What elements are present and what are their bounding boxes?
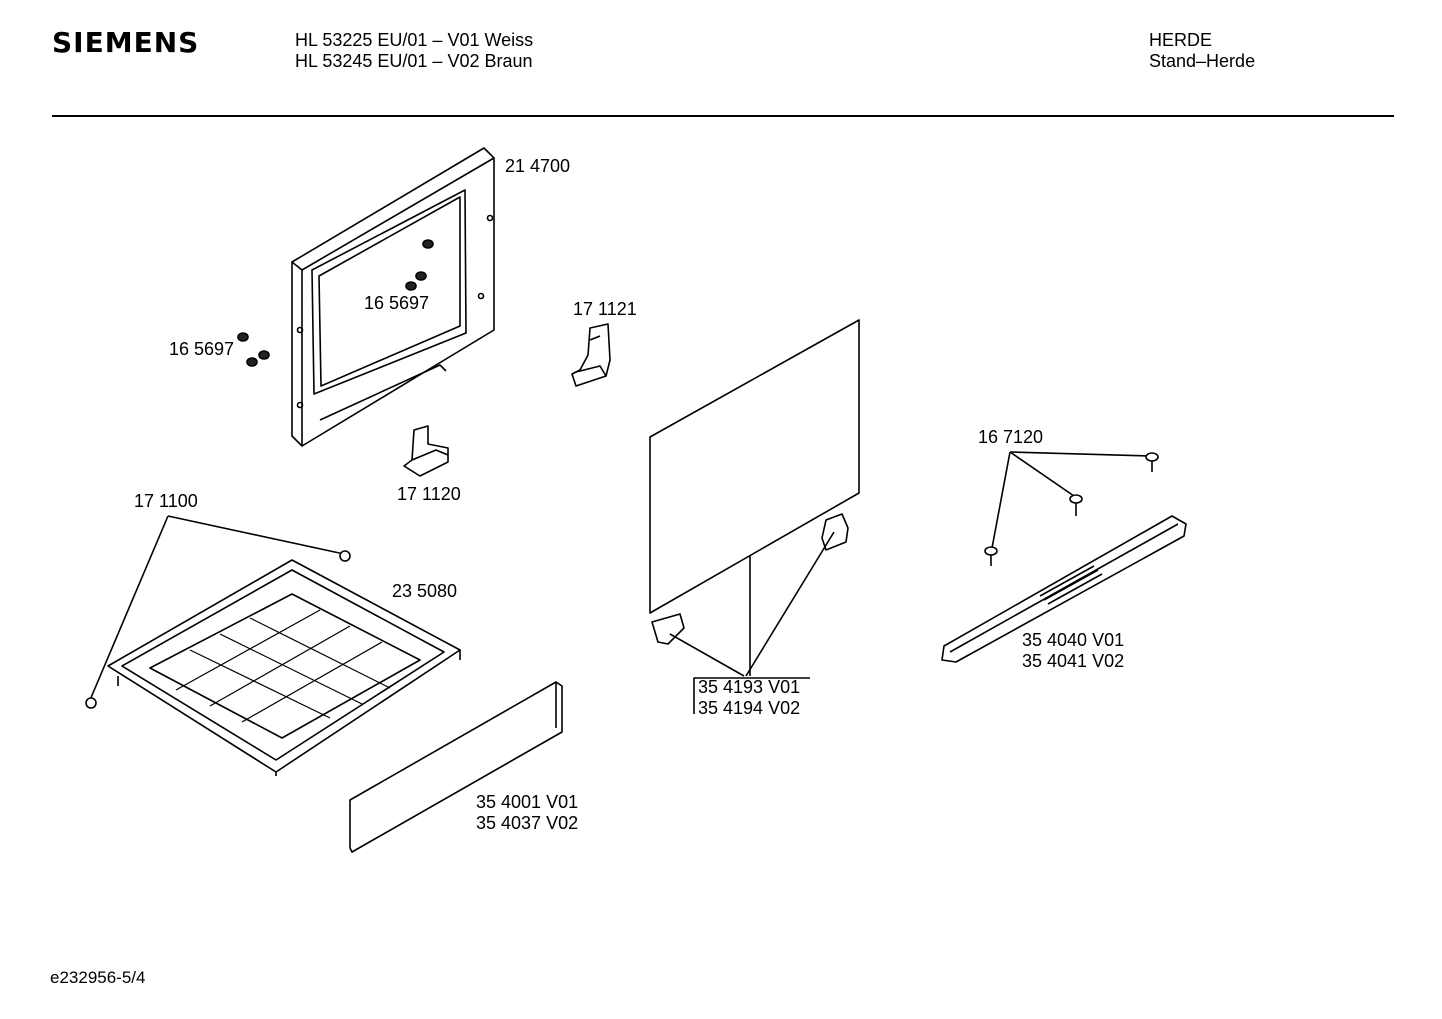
model-line-1: HL 53225 EU/01 – V01 Weiss xyxy=(295,30,534,50)
label-glass-v02: 35 4194 V02 xyxy=(698,698,801,718)
model-line-2: HL 53245 EU/01 – V02 Braun xyxy=(295,51,533,71)
label-glass-v01: 35 4193 V01 xyxy=(698,677,801,697)
category-line-2: Stand–Herde xyxy=(1149,51,1256,71)
label-screws-inner: 16 5697 xyxy=(364,293,430,313)
label-panel-v02: 35 4037 V02 xyxy=(476,813,579,833)
label-clip-lower: 17 1120 xyxy=(397,484,461,504)
label-handle-v01: 35 4040 V01 xyxy=(1022,630,1125,650)
handle-assembly xyxy=(941,451,1187,663)
label-panel-v01: 35 4001 V01 xyxy=(476,792,579,812)
label-screws-left: 16 5697 xyxy=(169,339,235,359)
label-handle-v02: 35 4041 V02 xyxy=(1022,651,1125,671)
clip-upper xyxy=(571,323,611,387)
left-screws xyxy=(237,332,270,367)
header-rule xyxy=(52,115,1394,117)
label-handle-screws: 16 7120 xyxy=(978,427,1044,447)
category-block: HERDE Stand–Herde xyxy=(1149,30,1255,72)
label-frame: 21 4700 xyxy=(505,156,571,176)
model-list: HL 53225 EU/01 – V01 Weiss HL 53245 EU/0… xyxy=(295,30,533,72)
glass-pane xyxy=(649,319,860,714)
clip-lower xyxy=(403,425,449,477)
label-tray: 23 5080 xyxy=(392,581,458,601)
frame-screws xyxy=(405,239,434,291)
front-panel xyxy=(349,681,563,853)
label-clip-upper: 17 1121 xyxy=(573,299,637,319)
document-code: e232956-5/4 xyxy=(50,968,146,987)
category-line-1: HERDE xyxy=(1149,30,1213,50)
baking-tray xyxy=(85,515,461,776)
brand-logo: SIEMENS xyxy=(52,26,200,59)
label-nut-tray: 17 1100 xyxy=(134,491,198,511)
